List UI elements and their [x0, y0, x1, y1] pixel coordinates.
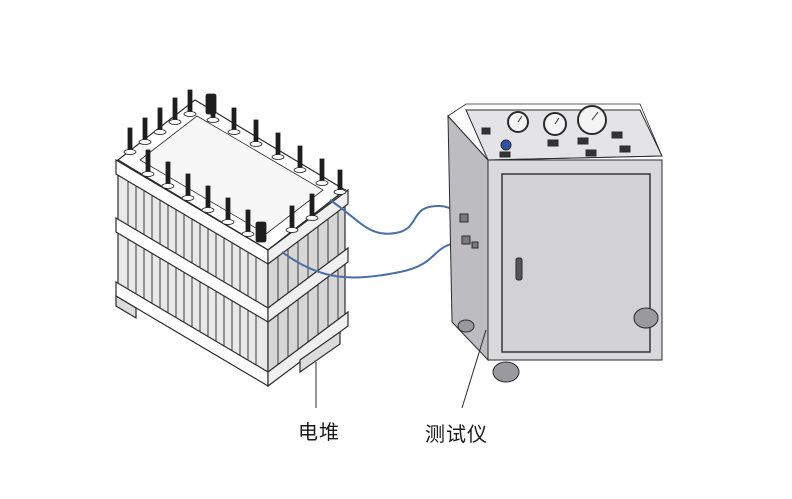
- blue-knob: [500, 139, 512, 151]
- stack-bolts: [123, 89, 347, 243]
- wheels: [457, 307, 659, 383]
- tester-top-lip: [447, 103, 663, 161]
- stack-label: 电堆: [298, 420, 340, 444]
- wheel-back: [457, 319, 475, 333]
- pressure-gauges: [507, 105, 607, 136]
- test-instrument: [447, 103, 663, 383]
- stack-top-plate-inner: [139, 115, 324, 235]
- stack-foot-right: [299, 330, 341, 374]
- leader-lines: [315, 329, 487, 409]
- side-connectors: [459, 213, 479, 249]
- wheel-front-right: [633, 307, 659, 329]
- cable-lower: [281, 241, 463, 279]
- stack-port-front: [255, 221, 267, 243]
- stack-bottom-band-side: [267, 310, 349, 388]
- control-knobs: [481, 127, 631, 158]
- door-handle: [515, 257, 523, 281]
- leader-tester: [461, 329, 487, 409]
- cable-upper: [329, 199, 463, 235]
- stack-middle-band-side: [267, 246, 349, 324]
- stack-top-band-side: [267, 188, 349, 266]
- stack-port-top: [205, 93, 217, 115]
- tester-label: 测试仪: [425, 422, 488, 446]
- tester-door: [501, 173, 651, 353]
- fuel-cell-stack: [115, 89, 349, 388]
- stack-foot-left: [115, 294, 137, 320]
- wheel-front-left: [492, 361, 520, 383]
